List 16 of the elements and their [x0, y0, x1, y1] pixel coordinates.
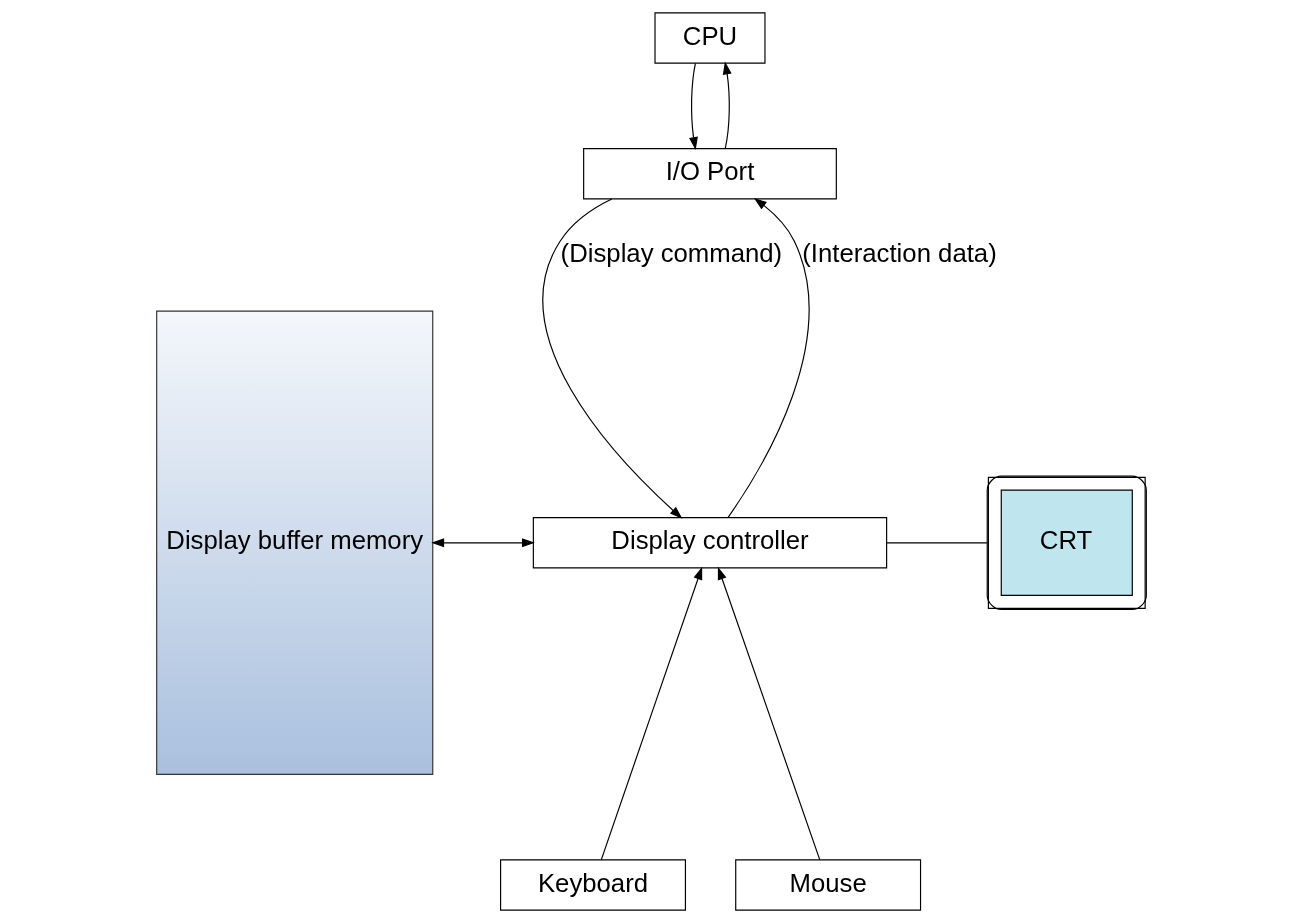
edge-label: (Display command)	[560, 238, 783, 267]
arrow	[542, 198, 683, 519]
edge-label: (Interaction data)	[802, 238, 997, 267]
arrow	[431, 538, 535, 548]
node-box: Keyboard	[500, 859, 686, 911]
node-box: CPU	[654, 12, 766, 64]
node-box: Display controller	[532, 517, 888, 569]
arrow	[689, 62, 698, 150]
arrow	[727, 198, 810, 519]
node-box: Mouse	[735, 859, 922, 911]
node-box: I/O Port	[583, 148, 837, 200]
node-box: Display buffer memory	[156, 310, 434, 775]
arrow	[600, 566, 703, 861]
arrow	[717, 566, 821, 861]
arrow	[722, 61, 732, 149]
connector	[886, 542, 988, 544]
